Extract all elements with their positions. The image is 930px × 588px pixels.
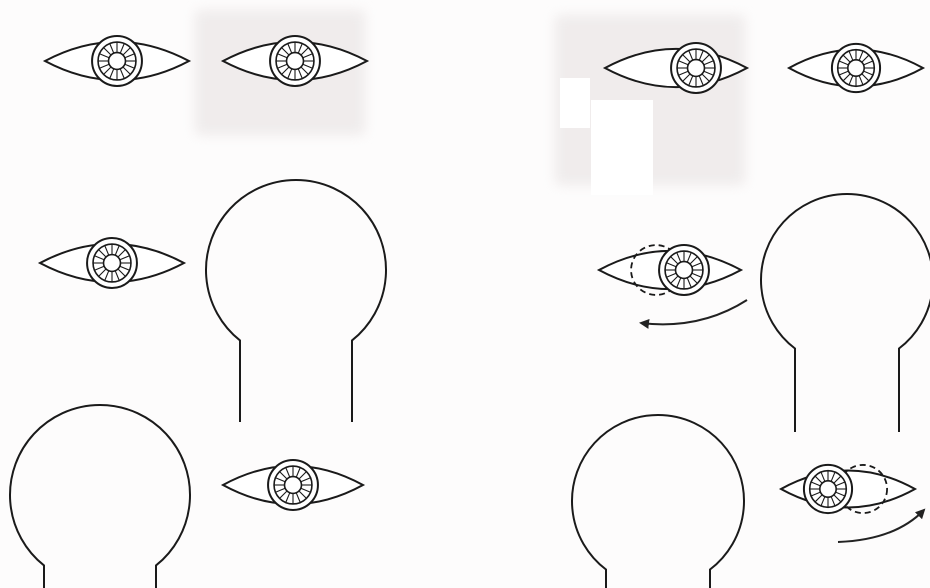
head-icon [572, 415, 744, 588]
left-panel [10, 36, 386, 588]
head-outline [10, 405, 190, 588]
head-icon [206, 180, 386, 422]
eye-looking-right-icon [599, 245, 741, 295]
eye-icon [45, 36, 189, 86]
right-panel [572, 43, 930, 588]
head-outline [572, 415, 744, 588]
eye-icon [789, 44, 923, 92]
eye-icon [40, 238, 184, 288]
eye-icon [223, 460, 363, 510]
head-icon [10, 405, 190, 588]
head-outline [761, 194, 930, 432]
curved-arrow-right-icon [838, 510, 924, 542]
eye-looking-left-icon [781, 465, 915, 513]
eye-icon [223, 36, 367, 86]
head-outline [206, 180, 386, 422]
curved-arrow-left-icon [641, 300, 747, 324]
head-icon [761, 194, 930, 432]
eye-icon [605, 43, 747, 93]
